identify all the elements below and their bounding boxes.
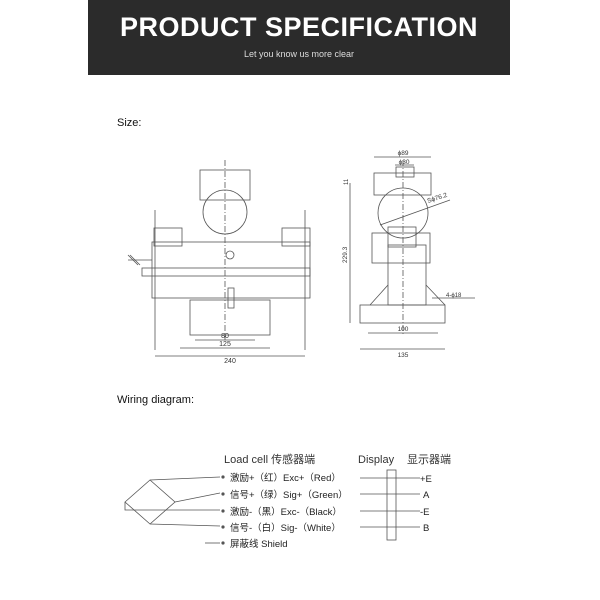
dim-sphere: Sϕ76.2: [426, 192, 448, 205]
front-view-drawing: 80 125 240: [127, 160, 311, 365]
wiring-diagram: Load cell 传感器端 Display 显示器端 激励+（红）Exc+（R…: [124, 453, 451, 550]
dim-125: 125: [219, 341, 231, 348]
dim-80: 80: [221, 333, 229, 340]
wire-sig-minus: 信号-（白）Sig-（White）: [230, 522, 341, 534]
dim-phi30: ϕ30: [399, 159, 410, 166]
wire-shield: 屏蔽线 Shield: [230, 538, 288, 550]
dim-holes: 4-ϕ18: [446, 293, 462, 299]
side-view-drawing: ϕ89 ϕ30 11 Sϕ76.2 229.3 4-ϕ18 100 135: [342, 150, 475, 359]
wire-exc-plus: 激励+（红）Exc+（Red）: [230, 472, 341, 484]
header-banner: PRODUCT SPECIFICATION Let you know us mo…: [88, 0, 510, 75]
wire-exc-minus: 激励-（黑）Exc-（Black）: [230, 506, 342, 518]
terminal-e-minus: -E: [420, 507, 430, 518]
terminal-e-plus: +E: [420, 474, 432, 485]
terminal-b: B: [423, 523, 429, 534]
dim-phi89: ϕ89: [398, 150, 409, 157]
dim-100: 100: [398, 326, 409, 333]
dim-240: 240: [224, 358, 236, 365]
dim-11: 11: [344, 178, 350, 185]
display-cn-title: 显示器端: [407, 453, 451, 466]
display-title: Display: [358, 454, 395, 466]
page-title: PRODUCT SPECIFICATION: [119, 12, 478, 42]
dim-229: 229.3: [342, 246, 349, 263]
terminal-a: A: [423, 490, 430, 501]
loadcell-title: Load cell 传感器端: [224, 453, 315, 466]
wire-sig-plus: 信号+（绿）Sig+（Green）: [230, 489, 348, 501]
wiring-label: Wiring diagram:: [117, 394, 195, 406]
page-subtitle: Let you know us more clear: [243, 49, 355, 59]
dim-135: 135: [398, 352, 409, 359]
size-label: Size:: [117, 117, 142, 129]
